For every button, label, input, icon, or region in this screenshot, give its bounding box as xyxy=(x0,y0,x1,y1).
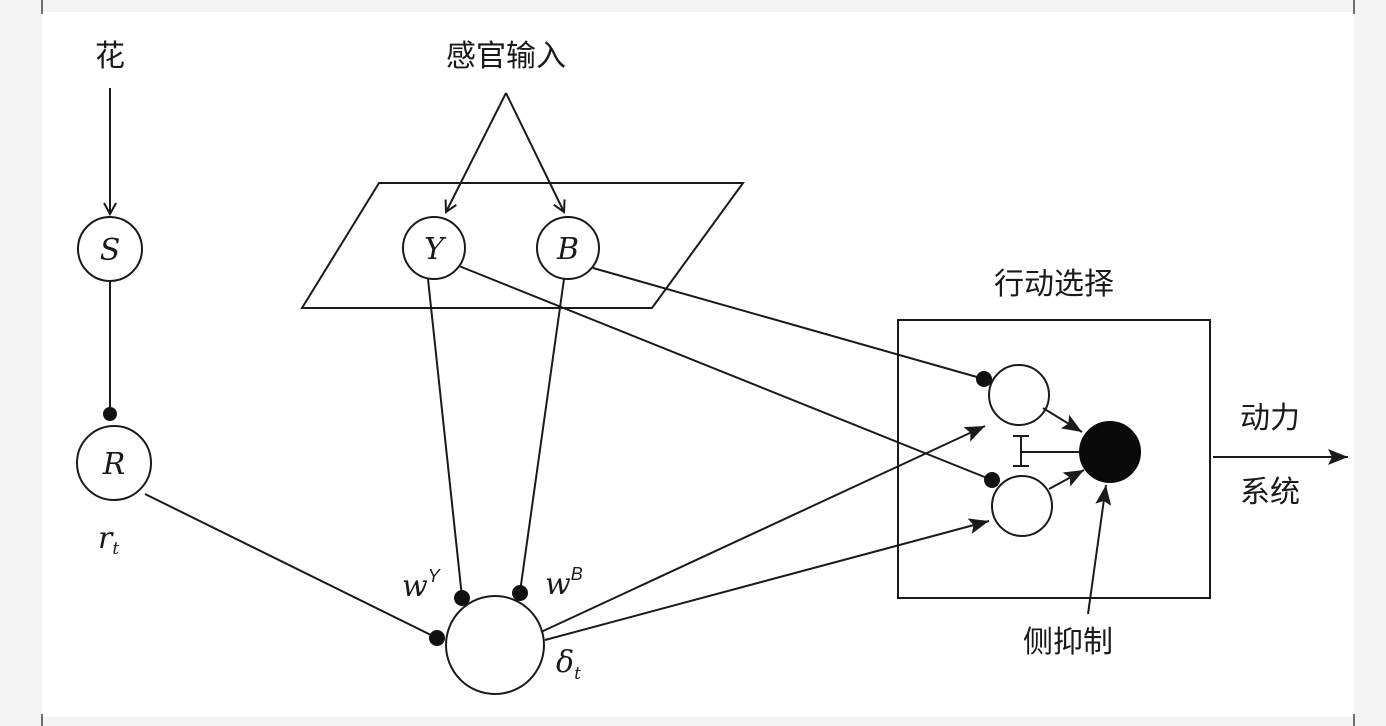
action-neuron-bottom xyxy=(991,475,1053,537)
wy-symbol: wY xyxy=(402,566,442,604)
node-y-label: Y xyxy=(424,232,447,267)
action-selection-box xyxy=(897,319,1211,599)
node-y xyxy=(402,216,466,280)
action-neuron-top xyxy=(988,364,1050,426)
motor-label-line2: 系统 xyxy=(1240,475,1300,510)
wb-symbol: wB xyxy=(545,564,583,602)
node-r xyxy=(76,425,152,501)
reward-symbol: rt xyxy=(98,521,119,559)
delta-to-bottom-action-arrow xyxy=(544,518,990,641)
sensory-plane xyxy=(300,182,745,309)
lateral-inhibition-pointer-arrow xyxy=(1087,484,1112,615)
r-synapse-dot xyxy=(429,630,445,646)
b-top-synapse-dot xyxy=(976,371,992,387)
flower-label: 花 xyxy=(95,39,125,74)
r-to-delta-line xyxy=(144,493,438,639)
y-to-bottom-action-line xyxy=(458,265,993,481)
sensory-to-b-arrow xyxy=(505,92,564,212)
node-b-label: B xyxy=(556,232,579,267)
output-neuron xyxy=(1079,421,1141,483)
sensory-input-label: 感官输入 xyxy=(446,39,566,74)
node-r-label: R xyxy=(102,447,126,482)
node-s-label: S xyxy=(100,233,121,268)
content-panel xyxy=(42,12,1354,717)
motor-label-line1: 动力 xyxy=(1240,401,1300,436)
y-bottom-synapse-dot xyxy=(984,472,1000,488)
action-selection-label: 行动选择 xyxy=(994,267,1114,302)
delta-to-top-action-arrow xyxy=(540,425,986,633)
b-to-delta-line xyxy=(519,278,565,593)
lateral-inhibition-label: 侧抑制 xyxy=(1023,625,1113,660)
delta-neuron xyxy=(445,595,545,695)
s-to-r-synapse-dot xyxy=(103,407,117,421)
sensory-to-y-arrow xyxy=(446,92,507,212)
node-b xyxy=(536,216,600,280)
wy-synapse-dot xyxy=(454,590,470,606)
b-to-top-action-line xyxy=(592,267,985,380)
delta-symbol: δt xyxy=(556,645,581,684)
bottom-to-output-arrow xyxy=(1048,469,1085,490)
y-to-delta-line xyxy=(427,278,463,598)
top-to-output-arrow xyxy=(1042,407,1083,433)
wb-synapse-dot xyxy=(512,585,528,601)
